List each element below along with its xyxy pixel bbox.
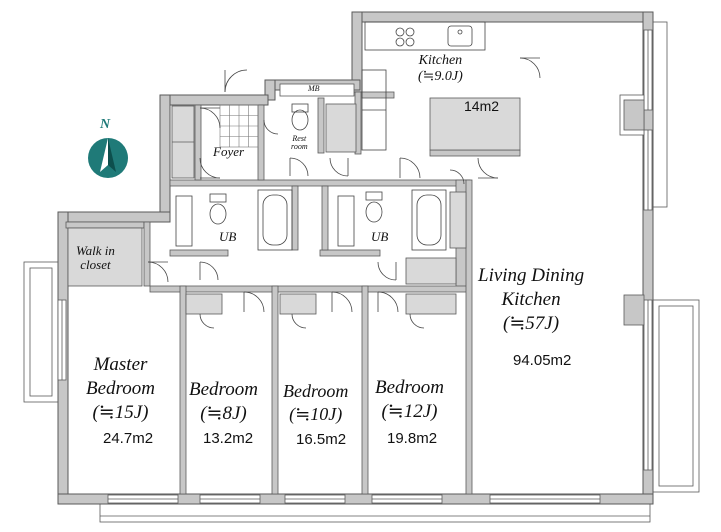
ub-left-label: UB: [219, 229, 237, 244]
foyer-tiles: [219, 104, 259, 148]
bedroom1-size: (≒8J): [200, 402, 247, 424]
bedroom1-name: Bedroom: [189, 379, 258, 400]
right-columns: [623, 99, 645, 326]
living-size: (≒57J): [503, 312, 560, 334]
rest-room-label: Rest room: [291, 135, 308, 151]
bedroom3-name: Bedroom: [375, 377, 444, 398]
foyer-label: Foyer: [213, 144, 245, 159]
kitchen-name: Kitchen: [418, 53, 463, 68]
fixtures: [67, 97, 521, 315]
north-compass-icon: [88, 138, 128, 178]
rest-room-line1: Rest: [292, 134, 307, 143]
right-windows: [643, 29, 653, 471]
ub-right-label: UB: [371, 229, 389, 244]
kitchen-size: (≒9.0J): [418, 68, 463, 84]
interior-walls: [65, 91, 521, 495]
master-line2: Bedroom: [86, 377, 155, 399]
bottom-balcony: [99, 503, 651, 523]
door-swings: [147, 57, 541, 329]
bedroom3-label: Bedroom (≒12J): [375, 376, 444, 424]
bedroom2-area: 16.5m2: [296, 431, 347, 448]
bath-fixtures: [175, 103, 447, 251]
mb-shaft: [279, 83, 355, 97]
walk-in-closet-line2: closet: [80, 256, 111, 272]
master-label: Master Bedroom (≒15J): [86, 353, 155, 424]
compass-north-label: N: [100, 117, 111, 132]
rest-room-line2: room: [291, 142, 308, 151]
bottom-windows: [107, 494, 601, 504]
master-line1: Master: [93, 354, 148, 375]
walk-in-closet-label: Walk in closet: [76, 244, 115, 271]
mb-label: MB: [308, 84, 320, 93]
bedroom2-label: Bedroom (≒10J): [283, 380, 348, 425]
bedroom2-size: (≒10J): [289, 403, 343, 424]
living-area: 94.05m2: [513, 352, 572, 369]
master-size: (≒15J): [92, 401, 149, 423]
kitchen-area: 14m2: [464, 98, 500, 114]
bedroom2-name: Bedroom: [283, 381, 349, 401]
master-area: 24.7m2: [103, 430, 154, 447]
walk-in-closet-line1: Walk in: [76, 243, 115, 258]
living-line1: Living Dining: [478, 265, 585, 286]
bedroom1-label: Bedroom (≒8J): [189, 378, 258, 426]
kitchen-counter: [361, 21, 486, 151]
bedroom3-size: (≒12J): [381, 400, 438, 422]
left-balcony: [23, 261, 67, 403]
right-balcony: [619, 21, 700, 493]
living-line2: Kitchen: [501, 288, 561, 310]
living-label: Living Dining Kitchen (≒57J): [478, 264, 584, 335]
kitchen-label: Kitchen (≒9.0J): [418, 53, 463, 84]
bedroom3-area: 19.8m2: [387, 430, 438, 447]
bedroom1-area: 13.2m2: [203, 430, 254, 447]
